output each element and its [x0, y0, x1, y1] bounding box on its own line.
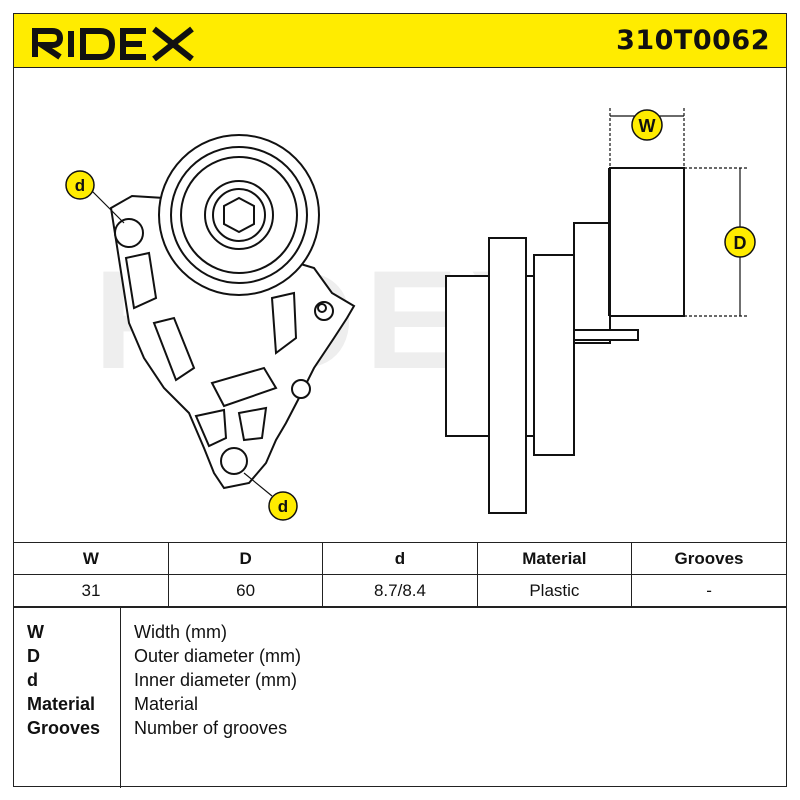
legend-key: D	[27, 646, 40, 666]
spec-header-cell: Material	[476, 542, 633, 575]
legend-key: W	[27, 622, 44, 642]
legend-row: Grooves Number of grooves	[14, 716, 786, 740]
legend-key: Grooves	[27, 718, 101, 738]
width-callout: W	[631, 109, 663, 141]
technical-drawing: RIDEX	[65, 108, 756, 521]
legend-text: Inner diameter (mm)	[134, 670, 298, 690]
spec-value-cell: -	[631, 574, 786, 607]
legend-row: d Inner diameter (mm)	[14, 668, 786, 692]
spec-value-cell: 8.7/8.4	[322, 574, 478, 607]
outer-diameter-callout: D	[724, 226, 756, 258]
legend-divider	[120, 608, 121, 788]
legend-row: W Width (mm)	[14, 620, 786, 644]
tensioner-front-view	[109, 134, 356, 490]
spec-value-cell: 60	[167, 574, 324, 607]
spec-header-cell: D	[167, 542, 324, 575]
legend-text: Material	[134, 694, 199, 714]
spec-header-cell: d	[322, 542, 478, 575]
legend-text: Outer diameter (mm)	[134, 646, 302, 666]
ridex-logo	[32, 26, 194, 61]
legend-key: Material	[27, 694, 96, 714]
spec-table-header-row: W D d Material Grooves	[14, 542, 786, 575]
part-number: 310T0062	[616, 25, 770, 56]
legend-text: Number of grooves	[134, 718, 288, 738]
spec-value-cell: Plastic	[476, 574, 633, 607]
svg-text:d: d	[278, 497, 288, 516]
product-sheet: 310T0062 RIDEX	[13, 13, 787, 788]
svg-text:d: d	[75, 176, 85, 195]
legend-row: Material Material	[14, 692, 786, 716]
inner-diameter-callout-bottom: d	[268, 491, 298, 521]
legend: W Width (mm) D Outer diameter (mm) d Inn…	[14, 607, 786, 788]
spec-header-cell: Grooves	[631, 542, 786, 575]
inner-diameter-callout-top: d	[65, 170, 95, 200]
tensioner-side-view	[445, 167, 685, 514]
spec-table: W D d Material Grooves 31 60 8.7/8.4 Pla…	[14, 542, 786, 607]
svg-text:D: D	[734, 233, 747, 253]
svg-text:W: W	[639, 116, 656, 136]
legend-key: d	[27, 670, 38, 690]
legend-text: Width (mm)	[134, 622, 227, 642]
spec-table-value-row: 31 60 8.7/8.4 Plastic -	[14, 574, 786, 607]
spec-value-cell: 31	[14, 574, 169, 607]
spec-header-cell: W	[14, 542, 169, 575]
legend-row: D Outer diameter (mm)	[14, 644, 786, 668]
header-bar: 310T0062	[14, 14, 786, 68]
